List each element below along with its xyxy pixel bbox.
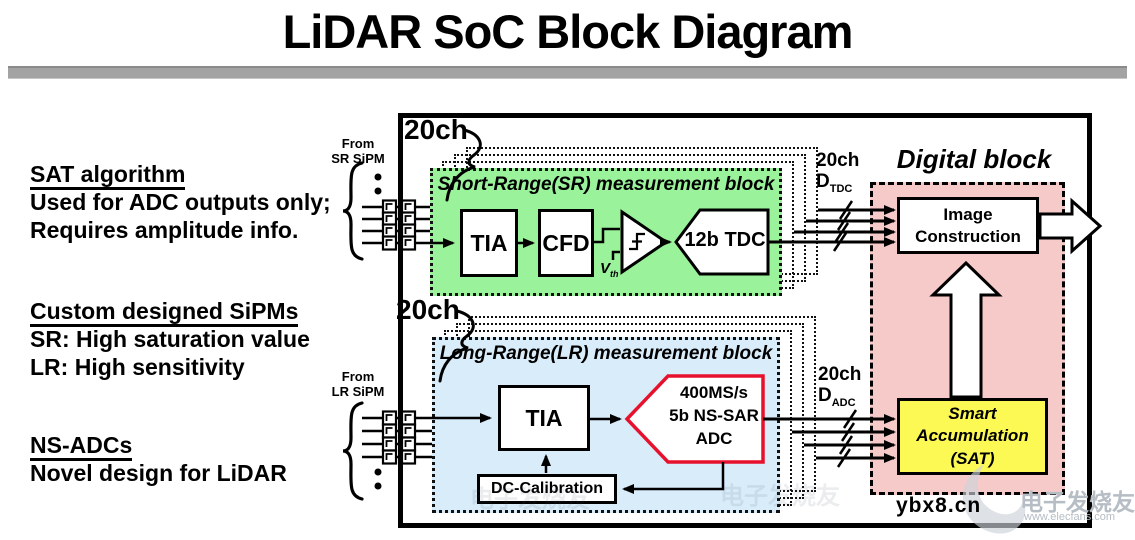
adc-label: 400MS/s 5b NS-SAR ADC [669, 383, 759, 448]
watermark-brand: 电子发烧友 [1020, 489, 1135, 515]
adc-bus-channels: 20ch [818, 364, 862, 385]
lr-input-brace [342, 401, 364, 501]
annotation-sipms-line2: LR: High sensitivity [30, 354, 245, 380]
bond-pad [381, 410, 398, 426]
adc-bus-label: 20ch DADC [818, 364, 861, 414]
tdc-bus-channels: 20ch [816, 150, 860, 171]
page-title: LiDAR SoC Block Diagram [282, 5, 854, 58]
image-construction-box: Image Construction [897, 197, 1039, 254]
sr-tia-box: TIA [460, 209, 518, 277]
digital-block-title: Digital block [896, 144, 1052, 174]
dc-calibration-box: DC-Calibration [477, 474, 617, 504]
sr-input-ellipsis-dot [374, 187, 382, 195]
tdc-label: 12b TDC [684, 229, 766, 251]
annotation-sat-line1: Used for ADC outputs only; [30, 189, 331, 215]
annotation-nsadc-heading: NS-ADCs [30, 431, 287, 461]
annotation-sat-heading: SAT algorithm [30, 160, 331, 190]
lr-tia-box: TIA [498, 385, 590, 451]
lr-block-title: Long-Range(LR) measurement block [439, 343, 773, 364]
annotation-nsadc: NS-ADCs Novel design for LiDAR [30, 431, 287, 487]
annotation-sat-line2: Requires amplitude info. [30, 217, 299, 243]
lr-input-ellipsis-dot [374, 482, 382, 490]
bond-pad [381, 436, 398, 452]
adc-bus-signal: DADC [818, 385, 856, 409]
annotation-sipms-line1: SR: High saturation value [30, 326, 310, 352]
lr-input-ellipsis-dot [374, 468, 382, 476]
from-sr-sipm-label: From SR SiPM [331, 136, 385, 166]
bond-pad [381, 235, 398, 251]
faint-watermark: 电子发烧友 [470, 486, 590, 513]
annotation-nsadc-line1: Novel design for LiDAR [30, 460, 287, 486]
annotation-sipms: Custom designed SiPMs SR: High saturatio… [30, 297, 310, 381]
sr-cfd-box: CFD [538, 209, 594, 277]
smart-accumulation-box: Smart Accumulation (SAT) [897, 398, 1048, 475]
from-lr-sipm-label: From LR SiPM [331, 369, 385, 399]
watermark-site: ybx8.cn [896, 494, 982, 517]
bond-pad [381, 423, 398, 439]
sr-input-brace [342, 161, 364, 261]
annotation-sipms-heading: Custom designed SiPMs [30, 297, 310, 327]
bond-pad [381, 223, 398, 239]
faint-watermark: 电子发烧友 [720, 483, 840, 510]
tdc-bus-signal: DTDC [816, 171, 853, 195]
bond-pad [381, 199, 398, 215]
sr-block-title: Short-Range(SR) measurement block [437, 174, 775, 195]
watermark-url: www.elecfans.com [1024, 511, 1116, 523]
vth-label: Vth [600, 260, 619, 279]
sr-channel-count-label: 20ch [404, 114, 468, 145]
tdc-bus-label: 20ch DTDC [816, 150, 859, 200]
bond-pad [381, 449, 398, 465]
annotation-sat: SAT algorithm Used for ADC outputs only;… [30, 160, 331, 244]
title-divider-bar [8, 66, 1127, 79]
bond-pad [381, 211, 398, 227]
sr-input-ellipsis-dot [374, 173, 382, 181]
lr-channel-count-label: 20ch [396, 294, 460, 325]
